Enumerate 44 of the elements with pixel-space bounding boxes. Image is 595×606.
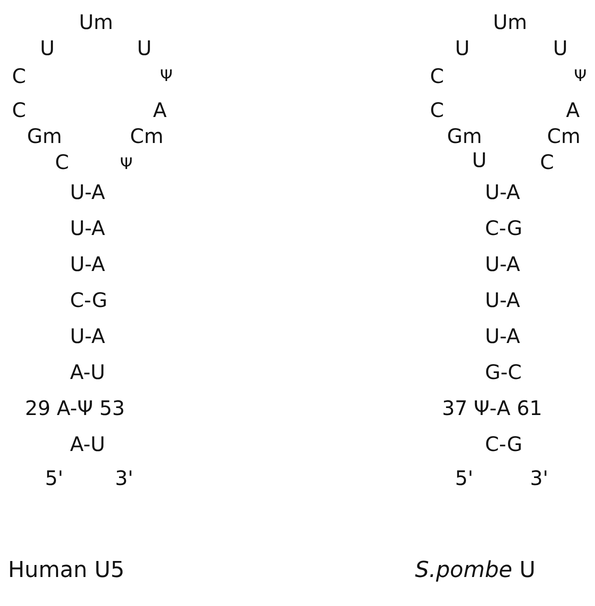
base-pair-label: U-A [70,218,106,238]
base-pair-label: A-U [70,362,106,382]
base-pair-label: U-A [485,182,520,202]
nucleotide-label: U [472,150,487,170]
nucleotide-label: U [455,38,470,58]
nucleotide-label: C [12,66,26,86]
strand-end-label: 3' [530,468,548,488]
nucleotide-label: C [540,152,554,172]
strand-end-label: 5' [455,468,474,488]
base-pair-label: 37 Ψ-A 61 [442,398,542,418]
base-pair-label: U-A [70,182,106,202]
base-pair-label: U-A [70,326,106,346]
base-pair-label: U-A [485,326,520,346]
nucleotide-label: A [566,100,580,120]
nucleotide-label: Cm [130,126,164,146]
nucleotide-label: Gm [447,126,482,146]
strand-end-label: 3' [115,468,134,488]
base-pair-label: U-A [485,290,520,310]
base-pair-label: C-G [70,290,108,310]
nucleotide-label: C [430,66,444,86]
structure-caption: Human U5 [8,560,124,582]
nucleotide-label: Ψ [160,68,173,84]
base-pair-label: C-G [485,218,522,238]
structure-caption: S.pombe U [415,560,536,582]
nucleotide-label: Um [493,12,528,32]
nucleotide-label: Cm [547,126,580,146]
base-pair-label: 29 A-Ψ 53 [25,398,125,418]
nucleotide-label: C [12,100,26,120]
nucleotide-label: Ψ [574,68,587,84]
base-pair-label: U-A [70,254,106,274]
nucleotide-label: U [137,38,152,58]
nucleotide-label: Gm [27,126,62,146]
nucleotide-label: U [553,38,568,58]
nucleotide-label: C [55,152,69,172]
strand-end-label: 5' [45,468,64,488]
base-pair-label: G-C [485,362,522,382]
nucleotide-label: A [153,100,167,120]
base-pair-label: C-G [485,434,522,454]
base-pair-label: U-A [485,254,520,274]
nucleotide-label: Um [79,12,114,32]
nucleotide-label: Ψ [120,156,133,172]
base-pair-label: A-U [70,434,106,454]
nucleotide-label: C [430,100,444,120]
nucleotide-label: U [40,38,55,58]
